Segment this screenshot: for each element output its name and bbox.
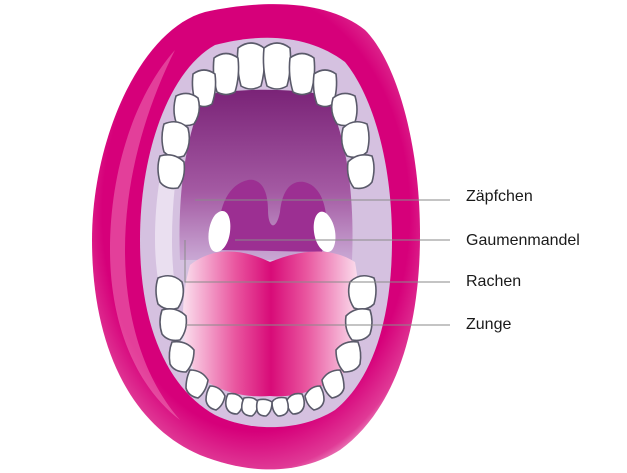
label-tongue: Zunge bbox=[466, 316, 511, 334]
label-pharynx: Rachen bbox=[466, 273, 521, 291]
label-tonsil: Gaumenmandel bbox=[466, 232, 580, 250]
label-uvula: Zäpfchen bbox=[466, 188, 533, 206]
